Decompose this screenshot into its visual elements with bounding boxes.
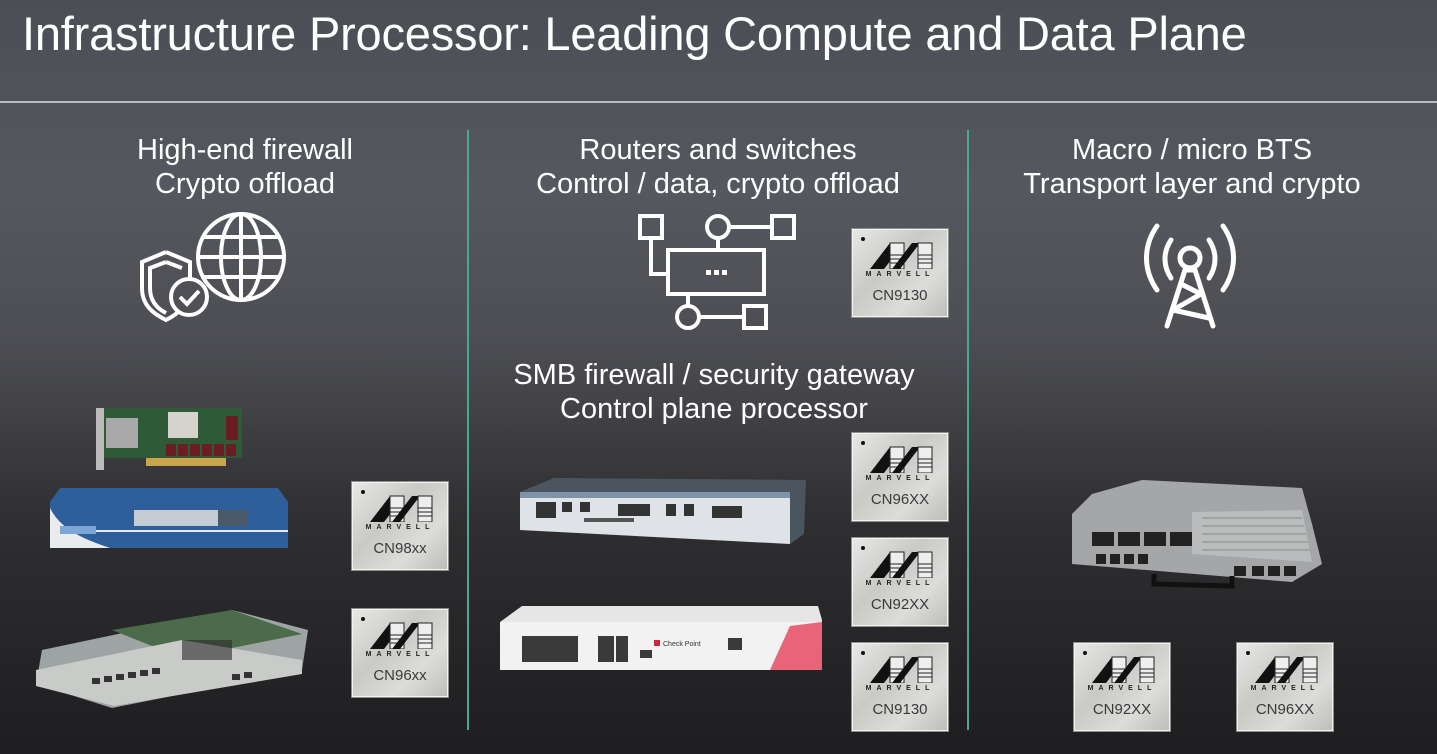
marvell-logo-icon (870, 656, 933, 683)
marvell-chip-cn9130-router: MARVELL CN9130 (851, 228, 949, 318)
heading-line-2: Control plane processor (560, 393, 868, 425)
chip-brand: MARVELL (865, 271, 935, 278)
heading-line-1: Routers and switches (579, 134, 857, 166)
check-point-logo-text: Check Point (663, 641, 701, 648)
chip-brand: MARVELL (1250, 685, 1320, 692)
marvell-logo-icon (1092, 656, 1155, 683)
chip-brand: MARVELL (865, 475, 935, 482)
baseband-unit-module (1072, 480, 1322, 589)
marvell-chip-cn92xx-smb: MARVELL CN92XX (851, 537, 949, 627)
heading-line-2: Crypto offload (154, 168, 336, 200)
chip-brand: MARVELL (865, 685, 935, 692)
chip-model: CN9130 (872, 701, 928, 718)
pin1-marker (861, 237, 865, 241)
title-divider (0, 101, 1437, 103)
chip-model: CN96XX (1255, 701, 1315, 718)
marvell-logo-icon (370, 622, 433, 649)
marvell-chip-cn96xx-smb: MARVELL CN96XX (851, 432, 949, 522)
heading-line-1: High-end firewall (137, 134, 353, 166)
cisco-router-appliance (520, 478, 806, 544)
marvell-logo-icon (870, 446, 933, 473)
cell-tower-icon (1144, 223, 1236, 329)
chip-brand: MARVELL (865, 580, 935, 587)
shield-globe-icon (140, 212, 286, 323)
marvell-logo-icon (1255, 656, 1318, 683)
pin1-marker (861, 441, 865, 445)
heading-line-1: Macro / micro BTS (1071, 134, 1313, 166)
pin1-marker (861, 546, 865, 550)
firewall-service-module-blade (36, 610, 308, 708)
chip-model: CN92XX (1092, 701, 1152, 718)
palo-alto-firewall-appliance (50, 488, 288, 548)
marvell-chip-cn92xx-bts: MARVELL CN92XX (1073, 642, 1171, 732)
chip-brand: MARVELL (365, 651, 435, 658)
pin1-marker (361, 490, 365, 494)
heading-line-1: SMB firewall / security gateway (513, 359, 915, 391)
marvell-chip-cn98xx: MARVELL CN98xx (351, 481, 449, 571)
marvell-logo-icon (870, 242, 933, 269)
network-topology-icon (638, 214, 796, 330)
chip-model: CN98xx (373, 540, 427, 557)
check-point-security-gateway: Check Point (500, 606, 822, 670)
pin1-marker (361, 617, 365, 621)
marvell-logo-icon (870, 551, 933, 578)
pin1-marker (1246, 651, 1250, 655)
slide-title: Infrastructure Processor: Leading Comput… (22, 7, 1247, 60)
pin1-marker (1083, 651, 1087, 655)
marvell-logo-icon (370, 495, 433, 522)
column-divider-right (967, 130, 969, 730)
column-heading-routers-switches: Routers and switches Control / data, cry… (518, 133, 918, 201)
chip-brand: MARVELL (365, 524, 435, 531)
chip-model: CN96xx (373, 667, 427, 684)
column-divider-left (467, 130, 469, 730)
marvell-chip-cn96xx-bts: MARVELL CN96XX (1236, 642, 1334, 732)
chip-model: CN96XX (870, 491, 930, 508)
sub-heading-smb-firewall: SMB firewall / security gateway Control … (494, 358, 934, 426)
marvell-chip-cn96xx: MARVELL CN96xx (351, 608, 449, 698)
chip-brand: MARVELL (1087, 685, 1157, 692)
pin1-marker (861, 651, 865, 655)
chip-model: CN92XX (870, 596, 930, 613)
smartnic-pcie-card (96, 408, 242, 470)
chip-model: CN9130 (872, 287, 928, 304)
column-heading-high-end-firewall: High-end firewall Crypto offload (95, 133, 395, 201)
marvell-chip-cn9130-smb: MARVELL CN9130 (851, 642, 949, 732)
heading-line-2: Control / data, crypto offload (536, 168, 900, 200)
heading-line-2: Transport layer and crypto (1023, 168, 1361, 200)
column-heading-macro-micro-bts: Macro / micro BTS Transport layer and cr… (1002, 133, 1382, 201)
